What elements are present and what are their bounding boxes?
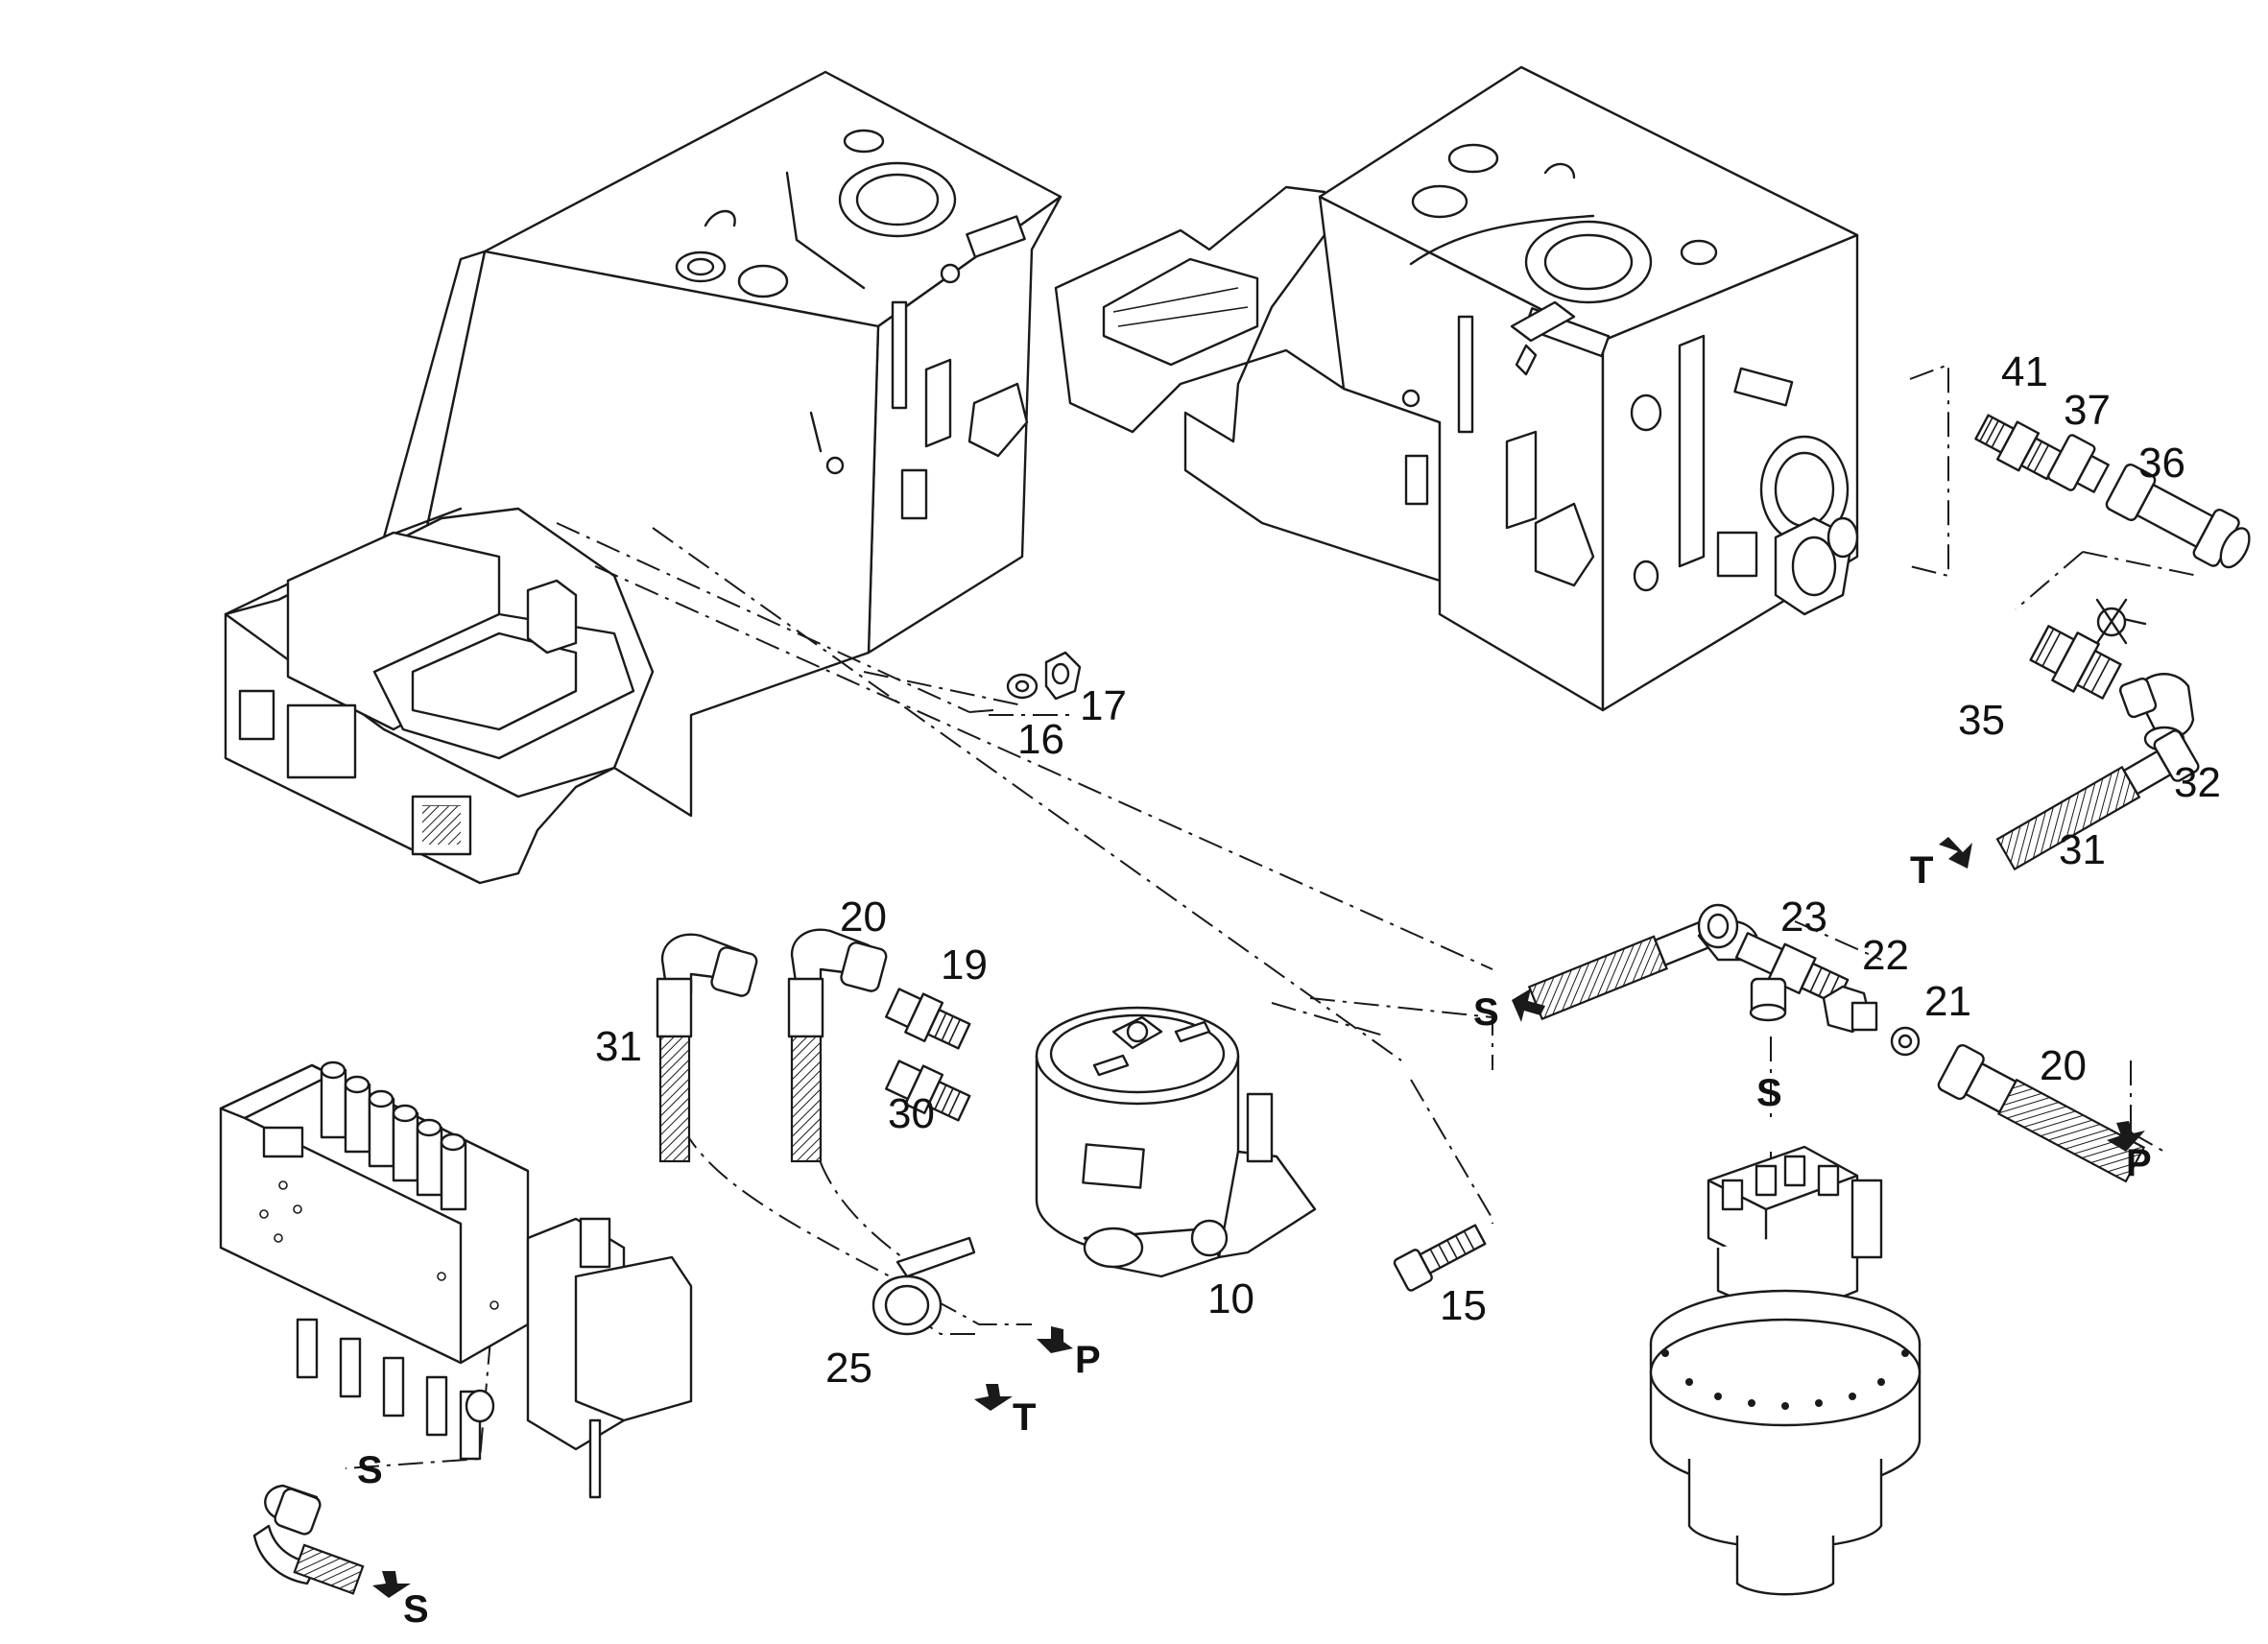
arrow-s-top — [1512, 989, 1545, 1022]
center-assembly — [656, 928, 1487, 1336]
callout-37: 37 — [2064, 387, 2111, 434]
callout-17: 17 — [1080, 682, 1127, 729]
grille-dots — [422, 806, 461, 845]
callout-36: 36 — [2138, 440, 2185, 487]
callout-23: 23 — [1780, 893, 1827, 941]
travel-motor — [1649, 1145, 1922, 1596]
port-label-s-mid: S — [1756, 1072, 1782, 1114]
washer-16-nut-17 — [1006, 651, 1082, 701]
arrow-p-center — [1037, 1326, 1073, 1353]
arrow-p-right — [2107, 1121, 2145, 1152]
port-labels: T S S P P T S S — [357, 849, 2152, 1631]
callout-31-center: 31 — [595, 1023, 642, 1070]
port-label-p-right: P — [2126, 1142, 2152, 1184]
arrow-t-center — [974, 1384, 1013, 1411]
callout-35: 35 — [1958, 697, 2005, 744]
port-label-p-center: P — [1075, 1339, 1101, 1381]
callout-19: 19 — [941, 941, 988, 989]
port-arrows — [372, 837, 2145, 1598]
callout-15: 15 — [1440, 1282, 1487, 1329]
callout-20-right: 20 — [2040, 1042, 2087, 1089]
callout-10: 10 — [1207, 1275, 1254, 1322]
filter-10 — [1035, 1006, 1317, 1278]
check-valve-symbol — [2095, 598, 2147, 645]
port-label-s-top: S — [1473, 991, 1499, 1034]
callout-22: 22 — [1862, 932, 1909, 979]
callout-31-right: 31 — [2059, 826, 2106, 873]
callout-32: 32 — [2174, 759, 2221, 806]
motor-assembly — [1527, 903, 2146, 1596]
port-label-t-right: T — [1910, 849, 1933, 892]
clamp-25 — [871, 1236, 976, 1336]
arrow-s-bottom — [372, 1571, 411, 1598]
callout-labels: 41 37 36 35 32 31 16 17 20 19 31 30 10 1… — [595, 348, 2221, 1392]
port-label-s-valve: S — [357, 1449, 383, 1491]
leader-lines — [345, 363, 2199, 1469]
callout-20-center: 20 — [840, 893, 887, 941]
callout-16: 16 — [1017, 716, 1064, 763]
tank-assembly-left — [224, 70, 1062, 885]
callout-21: 21 — [1924, 978, 1971, 1025]
valve-block — [219, 1060, 693, 1595]
port-label-s-bottom: S — [403, 1588, 429, 1631]
arrow-t-right — [1939, 837, 1972, 869]
port-label-t-center: T — [1013, 1396, 1036, 1439]
callout-41: 41 — [2001, 348, 2048, 395]
callout-25: 25 — [825, 1345, 872, 1392]
callout-30: 30 — [888, 1090, 935, 1137]
fittings-upper-right — [1974, 414, 2251, 871]
tank-assembly-right — [1054, 65, 1859, 712]
